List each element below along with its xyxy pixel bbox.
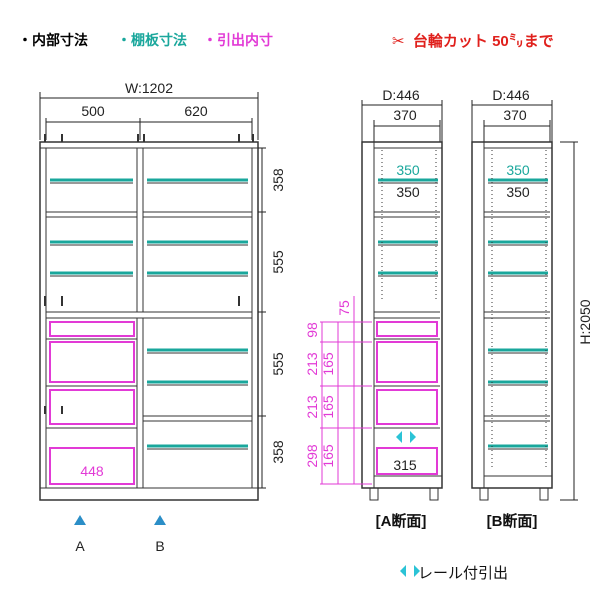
section-b: D:446 370 <box>471 87 593 530</box>
scissors-icon: ✂ <box>392 33 405 50</box>
legend-shelf-label: ・棚板寸法 <box>117 32 187 48</box>
drawer-dim-98: 98 <box>304 322 320 338</box>
section-a: D:446 370 350 350 <box>304 87 443 530</box>
section-a-shelf-top: 350 <box>396 162 420 178</box>
drawer-dim-165c: 165 <box>320 444 336 468</box>
section-a-drawer-depth: 315 <box>393 457 417 473</box>
section-b-shelf-top: 350 <box>506 162 530 178</box>
marker-b-label: B <box>155 538 164 554</box>
section-b-depth-label: D:446 <box>492 87 530 103</box>
front-left-width-label: 500 <box>81 103 105 119</box>
section-b-height-label: H:2050 <box>577 299 593 344</box>
section-a-depth-label: D:446 <box>382 87 420 103</box>
section-b-shelf-second: 350 <box>506 184 530 200</box>
legend-drawer-label: ・引出内寸 <box>203 32 273 48</box>
cut-note: ✂ 台輪カット 50㍉まで <box>392 30 554 51</box>
legend-inner-label: ・内部寸法 <box>18 32 88 48</box>
rail-arrows-icon <box>396 431 416 443</box>
front-right-width-label: 620 <box>184 103 208 119</box>
marker-a-triangle <box>74 515 86 525</box>
drawer-dim-298: 298 <box>304 444 320 468</box>
front-view: W:1202 500 620 <box>39 80 286 554</box>
rail-note-text: レール付引出 <box>418 565 509 582</box>
legend-shelf: ・棚板寸法 <box>117 30 187 50</box>
drawer-inner-width-label: 448 <box>80 463 104 479</box>
front-height-1: 358 <box>270 168 286 192</box>
section-a-inner-depth: 370 <box>393 107 417 123</box>
drawer-dim-165b: 165 <box>320 395 336 419</box>
legend-inner: ・内部寸法 <box>18 30 88 50</box>
front-height-2: 555 <box>270 250 286 274</box>
section-b-inner-depth: 370 <box>503 107 527 123</box>
section-b-caption: [B断面] <box>487 512 538 530</box>
drawer-dim-213b: 213 <box>304 395 320 419</box>
section-a-shelf-second: 350 <box>396 184 420 200</box>
cut-note-text: 台輪カット 50㍉まで <box>412 33 554 50</box>
rail-note-icon <box>400 565 420 577</box>
marker-a-label: A <box>75 538 85 554</box>
drawer-dim-213a: 213 <box>304 352 320 376</box>
rail-note: レール付引出 <box>418 562 508 583</box>
drawer-dim-75: 75 <box>336 300 352 316</box>
front-width-label: W:1202 <box>125 80 173 96</box>
marker-b-triangle <box>154 515 166 525</box>
front-height-3: 555 <box>270 352 286 376</box>
drawer-dim-165a: 165 <box>320 352 336 376</box>
section-a-caption: [A断面] <box>376 512 427 530</box>
legend-drawer: ・引出内寸 <box>203 30 273 50</box>
front-height-4: 358 <box>270 440 286 464</box>
